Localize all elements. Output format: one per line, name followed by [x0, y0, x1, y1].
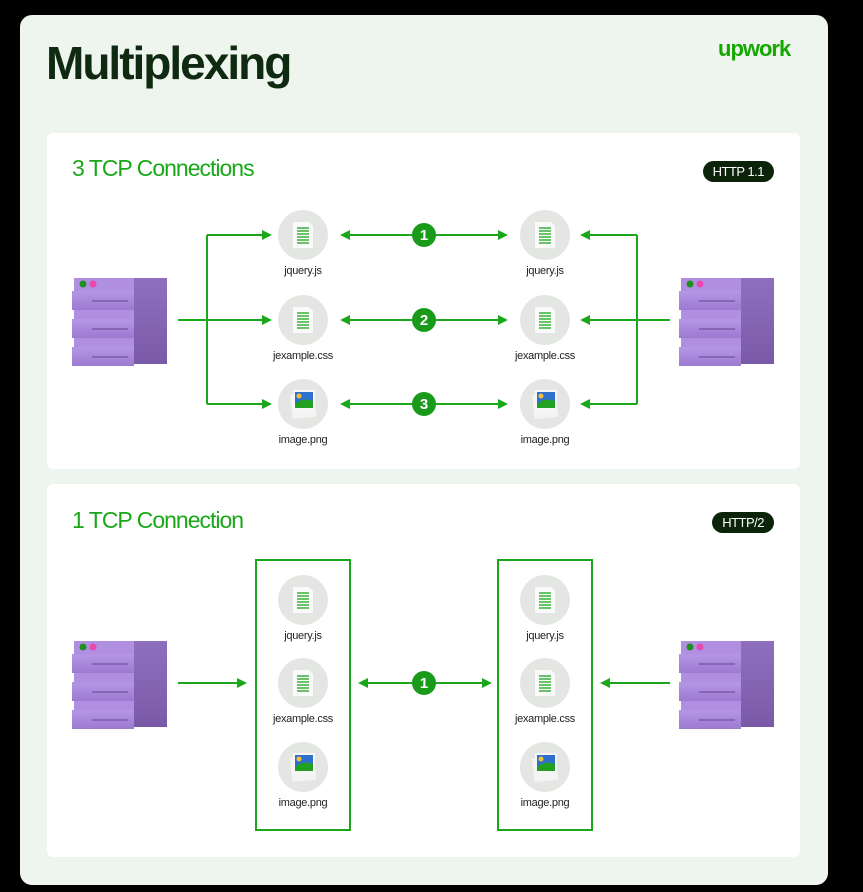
document-icon: [278, 210, 328, 260]
document-icon: [520, 295, 570, 345]
svg-text:1: 1: [420, 227, 428, 244]
document-icon: [520, 210, 570, 260]
file-label: image.png: [520, 434, 570, 446]
upwork-logo: upwork: [718, 36, 791, 61]
connection-number: 3: [412, 392, 436, 416]
connection-number: 1: [412, 223, 436, 247]
file-label: image.png: [520, 797, 570, 809]
image-file-icon: [520, 742, 570, 792]
file-label: jexample.css: [515, 350, 575, 362]
page-title: Multiplexing: [46, 37, 292, 89]
connection-number: 1: [412, 671, 436, 695]
svg-text:1: 1: [420, 675, 428, 692]
document-icon: [520, 575, 570, 625]
file-label: jquery.js: [526, 265, 564, 277]
section-title: 3 TCP Connections: [72, 155, 255, 181]
file-label: jquery.js: [284, 265, 322, 277]
svg-text:2: 2: [420, 312, 428, 329]
protocol-badge: HTTP 1.1: [702, 161, 774, 182]
file-label: jexample.css: [515, 713, 575, 725]
section-title: 1 TCP Connection: [72, 507, 244, 533]
document-icon: [278, 295, 328, 345]
server-icon: [679, 641, 774, 729]
stream-group-right: [497, 559, 593, 831]
http2-panel: 1 TCP Connection HTTP/2: [47, 484, 800, 857]
file-label: image.png: [278, 797, 328, 809]
image-file-icon: [278, 379, 328, 429]
image-file-icon: [520, 379, 570, 429]
server-icon: [679, 278, 774, 366]
document-icon: [278, 575, 328, 625]
svg-text:3: 3: [420, 396, 428, 413]
document-icon: [520, 658, 570, 708]
connection-number: 2: [412, 308, 436, 332]
file-label: image.png: [278, 434, 328, 446]
image-file-icon: [278, 742, 328, 792]
document-icon: [278, 658, 328, 708]
file-label: jquery.js: [526, 630, 564, 642]
server-icon: [72, 278, 167, 366]
server-icon: [72, 641, 167, 729]
file-label: jquery.js: [284, 630, 322, 642]
file-label: jexample.css: [273, 350, 333, 362]
protocol-badge: HTTP/2: [712, 512, 774, 533]
stream-group-left: [255, 559, 351, 831]
file-label: jexample.css: [273, 713, 333, 725]
